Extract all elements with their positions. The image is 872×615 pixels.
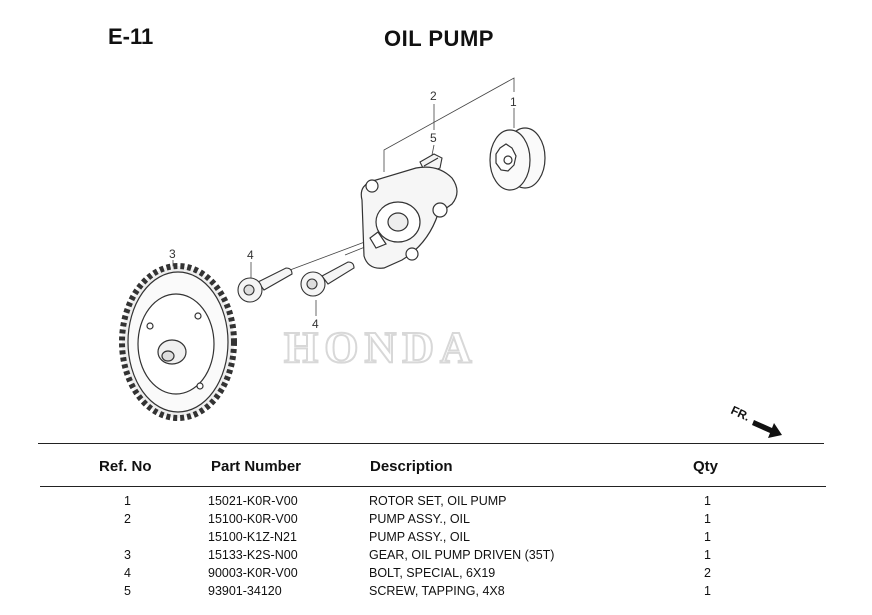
callout-5: 5: [430, 131, 437, 145]
front-arrow-icon: [752, 420, 782, 438]
table-row: 5 93901-34120 SCREW, TAPPING, 4X8 1: [0, 584, 872, 602]
ref-no: 5: [124, 584, 131, 598]
qty: 2: [704, 566, 711, 580]
callout-1: 1: [510, 95, 517, 109]
col-header-description: Description: [370, 458, 453, 475]
qty: 1: [704, 494, 711, 508]
qty: 1: [704, 584, 711, 598]
part-number: 93901-34120: [208, 584, 282, 598]
part-number: 15100-K0R-V00: [208, 512, 298, 526]
fr-label: FR.: [729, 403, 752, 424]
col-header-ref: Ref. No: [99, 458, 152, 475]
table-row: 3 15133-K2S-N00 GEAR, OIL PUMP DRIVEN (3…: [0, 548, 872, 566]
driven-gear-part: [119, 263, 237, 421]
description: PUMP ASSY., OIL: [369, 512, 470, 526]
page-title: OIL PUMP: [384, 26, 494, 51]
description: SCREW, TAPPING, 4X8: [369, 584, 505, 598]
description: ROTOR SET, OIL PUMP: [369, 494, 507, 508]
part-number: 15133-K2S-N00: [208, 548, 298, 562]
callout-4-lower: 4: [312, 317, 319, 331]
special-bolt-lower-part: [300, 261, 355, 297]
description: PUMP ASSY., OIL: [369, 530, 470, 544]
qty: 1: [704, 548, 711, 562]
table-row: 1 15021-K0R-V00 ROTOR SET, OIL PUMP 1: [0, 494, 872, 512]
qty: 1: [704, 530, 711, 544]
exploded-parts-diagram: HONDA 1 2 3 4 4 5: [119, 77, 782, 438]
table-top-rule: [38, 443, 824, 444]
part-number: 90003-K0R-V00: [208, 566, 298, 580]
callout-4-upper: 4: [247, 248, 254, 262]
table-header-rule: [40, 486, 826, 487]
pump-assy-part: [360, 166, 458, 269]
qty: 1: [704, 512, 711, 526]
description: GEAR, OIL PUMP DRIVEN (35T): [369, 548, 555, 562]
table-row: 4 90003-K0R-V00 BOLT, SPECIAL, 6X19 2: [0, 566, 872, 584]
ref-no: 4: [124, 566, 131, 580]
watermark-text: HONDA: [284, 323, 478, 372]
section-code: E-11: [108, 24, 154, 49]
ref-no: 1: [124, 494, 131, 508]
callout-3: 3: [169, 247, 176, 261]
part-number: 15021-K0R-V00: [208, 494, 298, 508]
description: BOLT, SPECIAL, 6X19: [369, 566, 496, 580]
ref-no: 2: [124, 512, 131, 526]
table-row: 15100-K1Z-N21 PUMP ASSY., OIL 1: [0, 530, 872, 548]
col-header-qty: Qty: [693, 458, 719, 475]
part-number: 15100-K1Z-N21: [208, 530, 297, 544]
col-header-part-number: Part Number: [211, 458, 302, 475]
special-bolt-upper-part: [237, 267, 293, 303]
front-direction-marker: FR.: [729, 403, 782, 438]
rotor-set-part: [489, 127, 546, 191]
leader-lines: [172, 77, 515, 316]
callout-2: 2: [430, 89, 437, 103]
ref-no: 3: [124, 548, 131, 562]
table-row: 2 15100-K0R-V00 PUMP ASSY., OIL 1: [0, 512, 872, 530]
